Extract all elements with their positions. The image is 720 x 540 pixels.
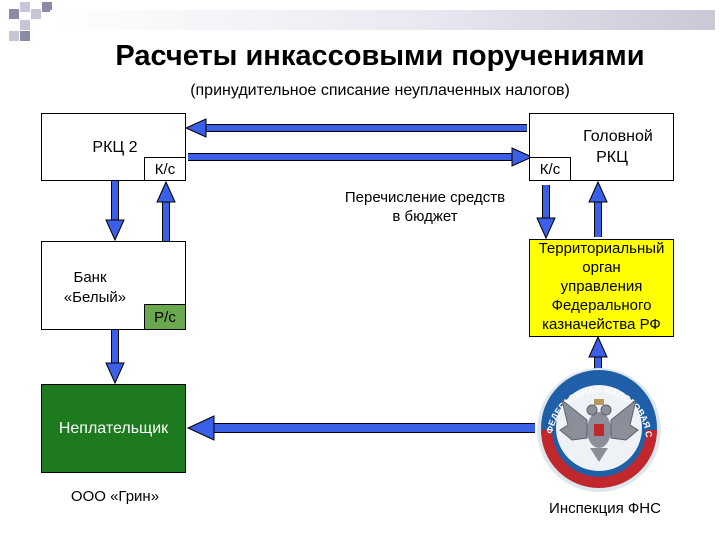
head-rkc-account: К/с [529,157,571,181]
payer-label: Неплательщик [58,420,169,437]
corner-square [31,9,41,19]
corner-square [42,2,52,12]
svg-text:ФЕДЕРАЛЬНАЯ НАЛОГОВАЯ СЛУЖБА: ФЕДЕРАЛЬНАЯ НАЛОГОВАЯ СЛУЖБА [0,0,654,439]
transfer-note-line1: Перечисление средств [344,189,506,206]
eagle-icon [559,398,639,462]
bank-label-line1: Банк [73,269,107,286]
head-rkc-label-line2: РКЦ [596,149,628,166]
corner-square [20,2,30,12]
treasury-line: казначейства РФ [542,316,661,333]
transfer-note-line2: в бюджет [392,208,458,225]
bank-account: Р/с [144,304,186,330]
payer-caption: ООО «Грин» [70,488,160,505]
rkc2-label: РКЦ 2 [92,139,138,156]
treasury-line: Территориальный [538,240,665,257]
corner-square [20,20,30,30]
slide-subtitle: (принудительное списание неуплаченных на… [190,82,570,99]
treasury-line: управления [560,278,643,295]
payer-box [41,384,186,473]
corner-square [9,9,19,19]
bank-label-line2: «Белый» [63,289,127,306]
head-rkc-label-line1: Головной [583,128,653,145]
header-gradient-bar [50,10,715,30]
treasury-line: Федерального [551,297,652,314]
slide-title: Расчеты инкассовыми поручениями [115,40,645,72]
fns-caption: Инспекция ФНС [549,500,661,517]
rkc2-account: К/с [144,157,186,181]
treasury-line: орган [582,259,621,276]
corner-square [20,31,30,41]
treasury-box [529,239,674,337]
corner-square [9,31,19,41]
